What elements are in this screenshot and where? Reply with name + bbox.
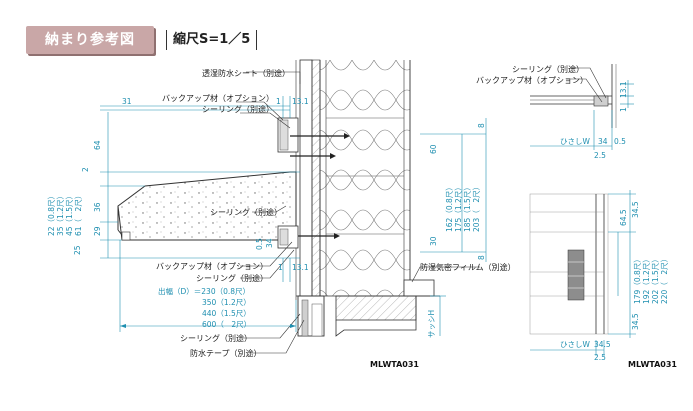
dim-13-1-bottom: 13.1 <box>292 263 309 272</box>
dim-13-1-top: 13.1 <box>292 97 309 106</box>
label-film: 防湿気密フィルム（別途） <box>420 262 516 272</box>
dim-60: 60 <box>429 144 438 154</box>
main-dimension-lines <box>100 96 487 336</box>
sash-h-label: サッシH <box>427 310 436 338</box>
dim-stack-rb: 192（1.2尺） <box>642 255 651 304</box>
hisashi-w-top: ひさしW <box>560 137 590 146</box>
label-tousitsu-sheet: 透湿防水シート（別途） <box>202 68 290 78</box>
dim-rb-34-5-w: 34.5 <box>594 340 611 349</box>
label-backup-bottom: バックアップ材（オプション） <box>156 261 268 271</box>
dim-64: 64 <box>93 140 102 150</box>
label-right-sealing: シーリング（別途） <box>512 64 584 74</box>
label-right-backup: バックアップ材（オプション） <box>476 75 588 85</box>
dim-stack-main: 185（1.5尺） <box>463 183 472 232</box>
dim-rb-2-5: 2.5 <box>594 353 606 362</box>
header: 納まり参考図 縮尺S=1／5 <box>0 0 693 60</box>
label-sealing-bottom: シーリング（別途） <box>196 273 268 283</box>
dim-8-top: 8 <box>477 123 486 128</box>
dim-stack-main: 175（1.2尺） <box>454 183 463 232</box>
insulation-fill <box>320 60 410 296</box>
main-section <box>117 59 480 354</box>
label-waterproof-tape: 防水テープ（別途） <box>190 348 262 358</box>
label-sealing-low: シーリング（別途） <box>180 333 252 343</box>
dim-1-top: 1 <box>276 97 281 106</box>
right-bottom-detail <box>529 190 636 356</box>
dim-stack-rb: 179（0.8尺） <box>633 255 642 304</box>
dim-stack-main: 203（ 2尺） <box>472 183 481 232</box>
dim-right-2-5: 2.5 <box>594 151 606 160</box>
dim-stack-left: 45（1.5尺） <box>65 192 74 236</box>
dim-right-0-5: 0.5 <box>614 137 626 146</box>
dim-25: 25 <box>73 245 82 255</box>
label-backup-top: バックアップ材（オプション） <box>162 93 274 103</box>
dim-stack-rb: 202（1.5尺） <box>651 255 660 304</box>
dim-rb-64-5: 64.5 <box>619 209 628 226</box>
right-top-detail <box>530 64 634 150</box>
label-sealing-top: シーリング（別途） <box>202 104 274 114</box>
dim-34: 34 <box>265 238 274 248</box>
dim-0-5: 0.5 <box>255 238 264 250</box>
scale-label: 縮尺S=1／5 <box>166 30 258 50</box>
drawing-code-main: MLWTA031 <box>370 360 419 369</box>
dim-rb-34-5-bottom: 34.5 <box>631 313 640 330</box>
dim-right-1: 1 <box>619 107 628 112</box>
dim-29: 29 <box>93 226 102 236</box>
dim-8-bottom: 8 <box>477 255 486 260</box>
projection-row: 350（1.2尺） <box>202 298 251 307</box>
dim-stack-rb: 220（ 2尺） <box>660 255 669 304</box>
dim-stack-left: 61（ 2尺） <box>74 192 83 236</box>
dim-2: 2 <box>81 167 90 172</box>
dim-36: 36 <box>93 202 102 212</box>
projection-row: 440（1.5尺） <box>202 309 251 318</box>
drawing-code-right: MLWTA031 <box>628 360 677 369</box>
page-title: 納まり参考図 <box>26 26 154 54</box>
projection-title: 出幅（D）＝230（0.8尺） <box>158 286 250 296</box>
dim-right-13-1: 13.1 <box>619 81 628 98</box>
projection-row: 600（ 2尺） <box>202 320 251 329</box>
dim-stack-left: 22（0.8尺） <box>47 192 56 236</box>
dim-30: 30 <box>429 236 438 246</box>
dim-rb-34-5-top: 34.5 <box>631 201 640 218</box>
label-sealing-mid: シーリング（別途） <box>210 207 282 217</box>
dim-31: 31 <box>122 97 132 106</box>
dim-stack-left: 35（1.2尺） <box>56 192 65 236</box>
dim-1-bottom: 1 <box>278 263 283 272</box>
dim-right-34: 34 <box>598 137 608 146</box>
dim-stack-main: 162（0.8尺） <box>445 183 454 232</box>
hisashi-w-bottom: ひさしW <box>560 340 590 349</box>
